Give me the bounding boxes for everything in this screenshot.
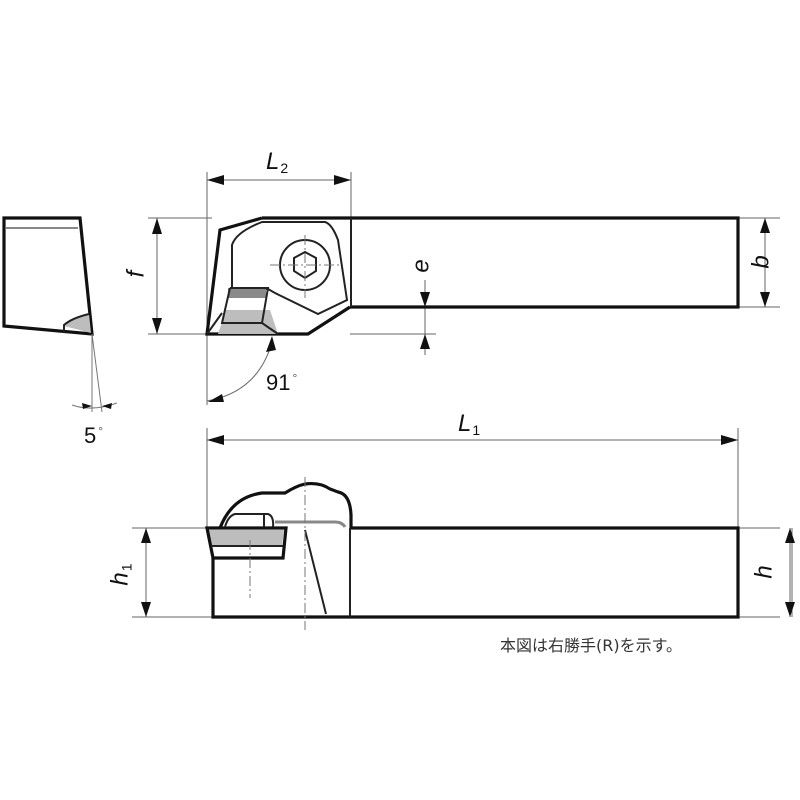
top-view (148, 172, 780, 405)
dimension-label-e: e (407, 259, 435, 273)
end-view (2, 216, 118, 413)
approach-angle-label: 91° (266, 370, 298, 395)
dimension-label-l1: L1 (458, 410, 481, 438)
dimension-label-h1: h1 (106, 563, 135, 586)
dimension-label-f: f (122, 270, 150, 278)
right-hand-note: 本図は右勝手(R)を示す。 (500, 636, 683, 655)
dimension-label-l2: L2 (266, 148, 289, 176)
dimension-label-b: b (747, 255, 775, 269)
side-view (132, 428, 795, 630)
clearance-angle-label: 5° (84, 423, 104, 448)
dimension-label-h: h (750, 565, 778, 579)
